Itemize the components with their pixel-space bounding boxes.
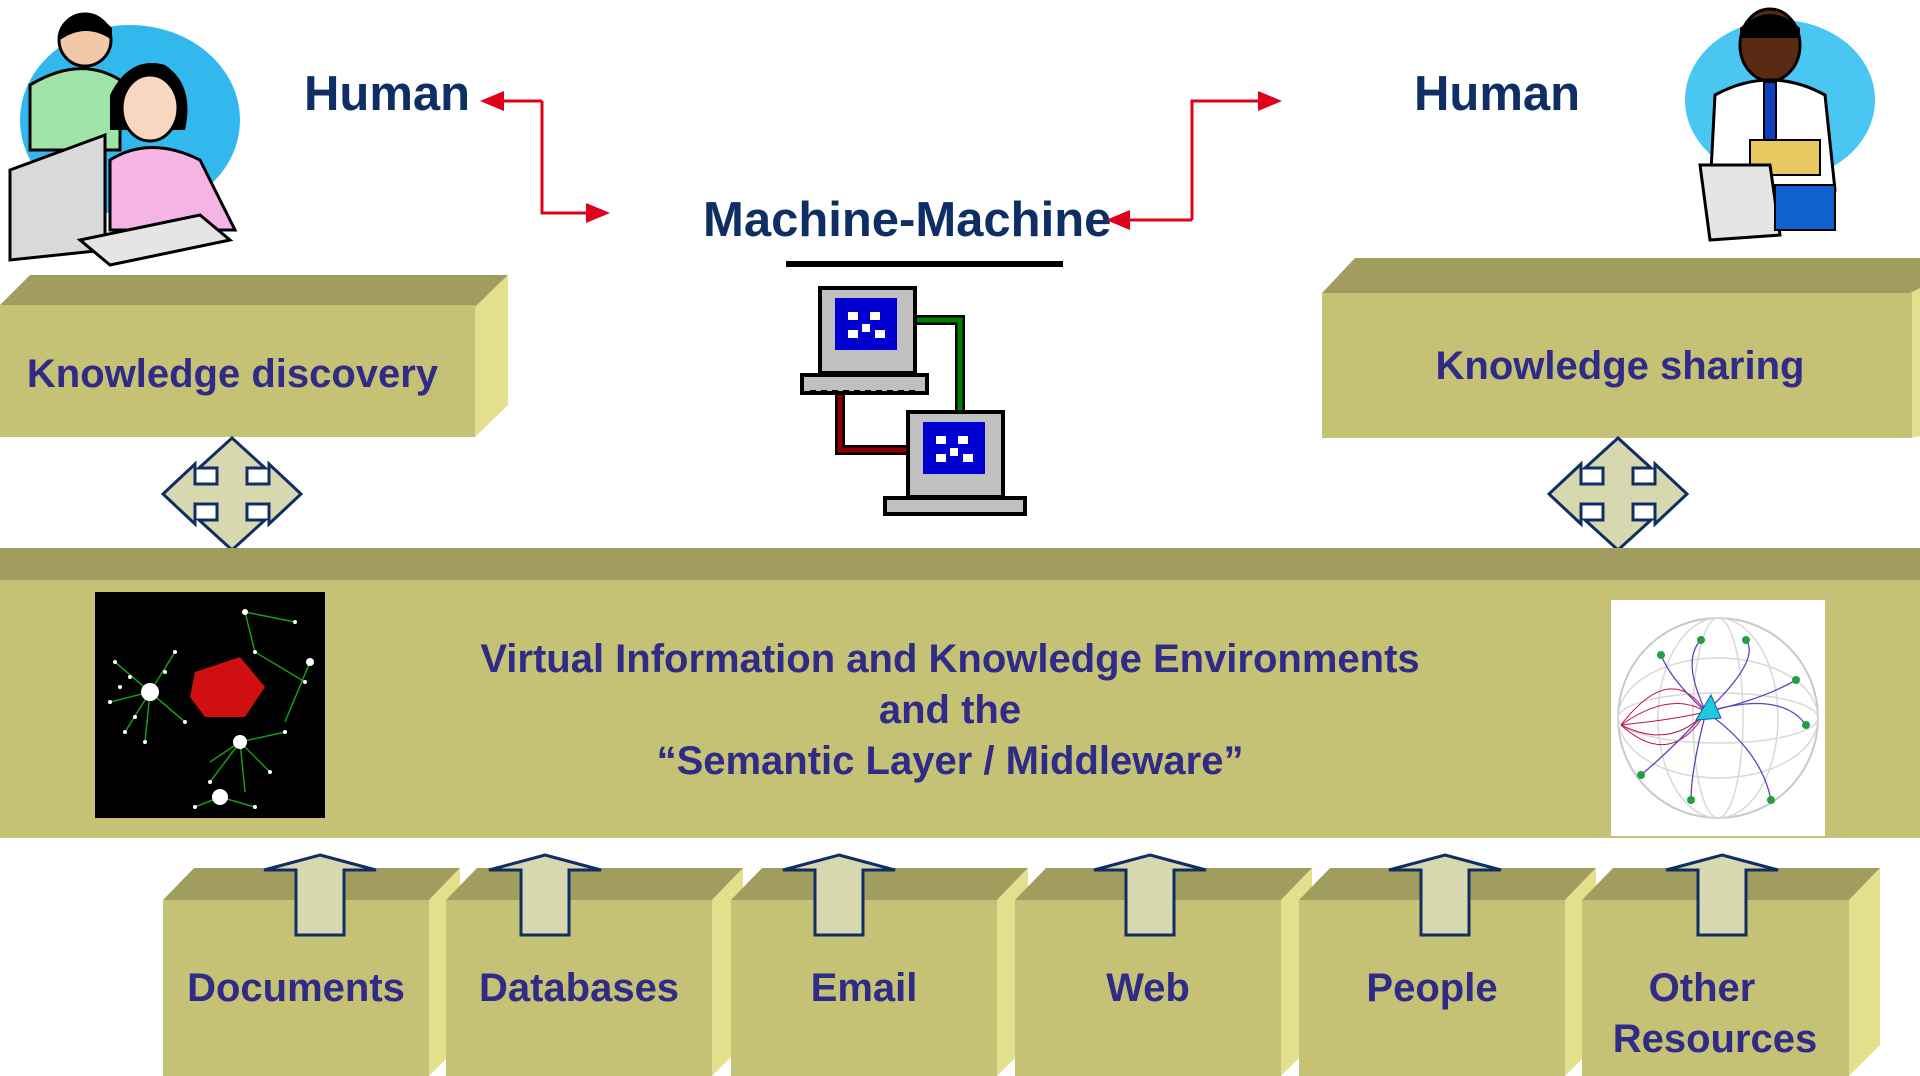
- networked-computers-icon: [800, 286, 1027, 516]
- source-label-web: Web: [1106, 966, 1190, 1010]
- knowledge-discovery-box: [0, 275, 508, 437]
- machine-label-underline: [786, 261, 1063, 267]
- human-label-right: Human: [1414, 67, 1581, 121]
- middleware-title-line1: Virtual Information and Knowledge Enviro…: [480, 637, 1420, 681]
- source-label-people: People: [1366, 966, 1498, 1010]
- up-arrow-web: [1093, 853, 1207, 937]
- network-graph-image: [95, 592, 325, 818]
- source-label-databases: Databases: [478, 966, 680, 1010]
- up-arrow-email: [782, 853, 896, 937]
- middleware-layer-top: [0, 548, 1920, 580]
- source-label-email: Email: [810, 966, 918, 1010]
- up-arrow-databases: [488, 853, 602, 937]
- machine-machine-label: Machine-Machine: [703, 193, 1112, 247]
- human-label-left: Human: [304, 67, 471, 121]
- source-label-other: Other: [1648, 966, 1756, 1010]
- middleware-title-line3: “Semantic Layer / Middleware”: [656, 739, 1244, 783]
- up-arrow-people: [1388, 853, 1502, 937]
- source-box-databases: [446, 868, 743, 1076]
- left-connector: [480, 91, 610, 223]
- knowledge-sharing-box: [1322, 258, 1920, 438]
- knowledge-discovery-label: Knowledge discovery: [26, 352, 439, 396]
- source-label-documents: Documents: [187, 966, 405, 1010]
- middleware-title-line2: and the: [878, 688, 1022, 732]
- knowledge-sharing-label: Knowledge sharing: [1435, 344, 1805, 388]
- up-arrow-documents: [263, 853, 377, 937]
- human-machine-connectors: [480, 91, 1282, 230]
- up-arrow-other-resources: [1665, 853, 1779, 937]
- users-at-computer-illustration: [8, 12, 240, 267]
- source-label-resources: Resources: [1612, 1017, 1818, 1061]
- businessman-illustration: [1685, 7, 1875, 242]
- hyperbolic-sphere-image: [1611, 600, 1825, 836]
- right-connector: [1106, 91, 1282, 230]
